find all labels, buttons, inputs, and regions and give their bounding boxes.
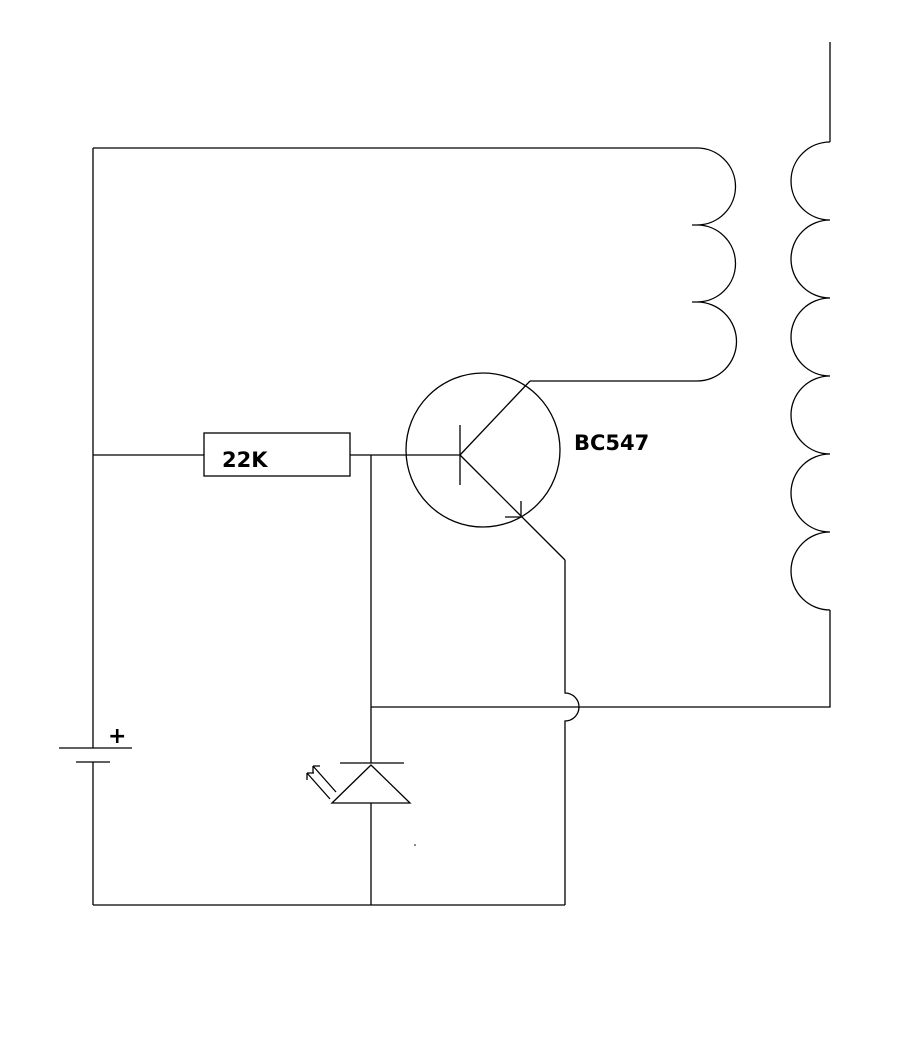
transformer-secondary — [790, 141, 831, 611]
photodiode — [306, 762, 412, 804]
transistor-collector-lead — [459, 380, 531, 456]
battery: + — [59, 724, 132, 763]
battery-polarity-label: + — [108, 724, 126, 749]
npn-transistor: BC547 — [405, 372, 649, 561]
wires — [92, 42, 831, 906]
resistor-body — [203, 432, 351, 477]
resistor: 22K — [203, 432, 351, 477]
transistor-emitter-lead — [459, 454, 566, 561]
transistor-body — [405, 372, 561, 528]
stray-dot — [414, 844, 416, 846]
photodiode-triangle — [330, 764, 412, 804]
transistor-emitter-arrow — [505, 501, 522, 518]
transformer-primary — [692, 147, 738, 382]
primary-coil — [692, 147, 738, 382]
light-arrow-icon — [312, 765, 337, 793]
emitter-wire — [564, 560, 580, 905]
secondary-coil — [790, 141, 831, 611]
transistor-label: BC547 — [574, 431, 649, 455]
light-arrow-icon — [306, 772, 331, 800]
resistor-label: 22K — [222, 448, 268, 472]
secondary-return-wire — [371, 610, 831, 708]
